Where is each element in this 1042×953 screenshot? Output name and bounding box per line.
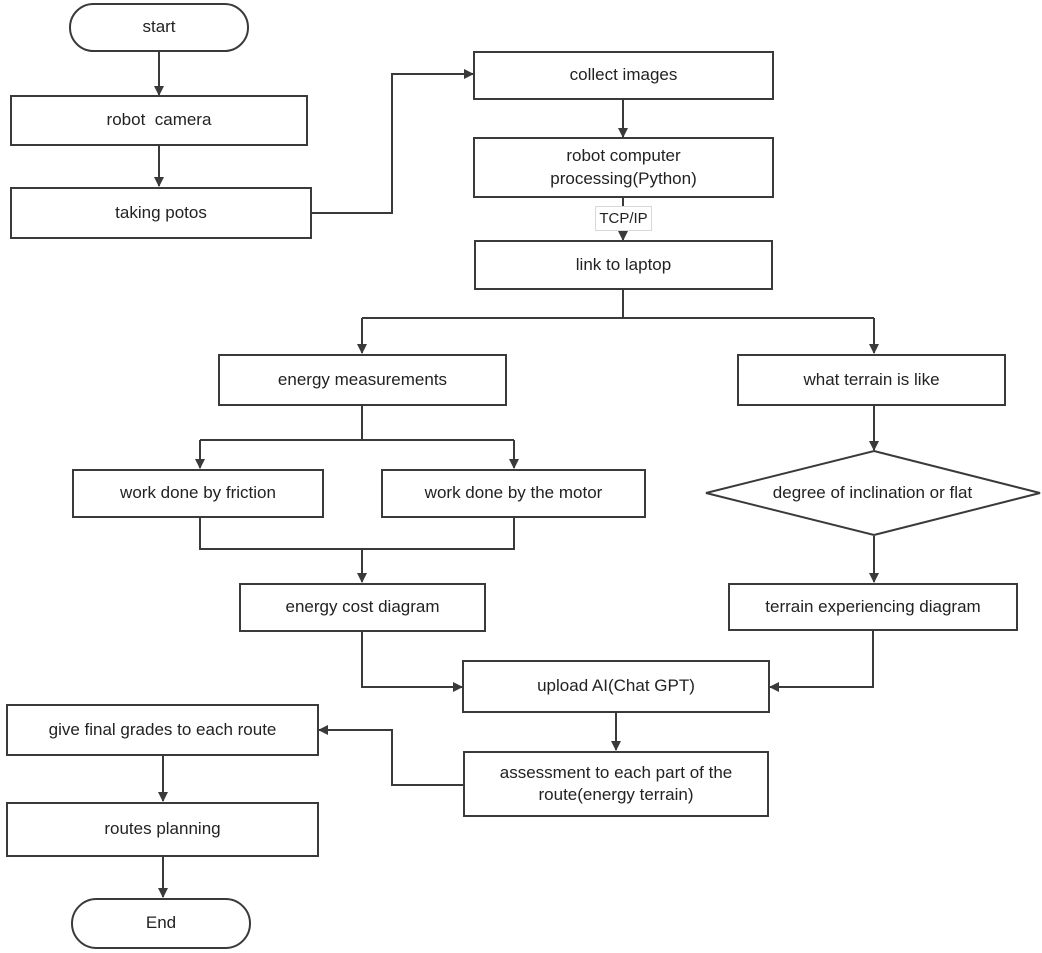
arrow-terrain-diagram-to-ai [769, 631, 874, 692]
taking-photos-label: taking potos [115, 202, 207, 222]
collect-images-box: collect images [473, 51, 774, 100]
start-terminal: start [69, 3, 249, 52]
inclination-label: degree of inclination or flat [772, 483, 973, 502]
final-grades-label: give final grades to each route [48, 719, 277, 739]
tcp-ip-label: TCP/IP [599, 210, 648, 227]
end-label: End [145, 913, 177, 933]
robot-camera-box: robot camera [10, 95, 308, 146]
upload-ai-box: upload AI(Chat GPT) [462, 660, 770, 713]
robot-computer-box: robot computer processing(Python) [473, 137, 774, 198]
arrow-assessment-to-grades [318, 725, 463, 786]
tcp-ip-label-box: TCP/IP [595, 206, 652, 231]
assessment-label: assessment to each part of the route(ene… [499, 762, 733, 804]
energy-cost-box: energy cost diagram [239, 583, 486, 632]
energy-measurements-box: energy measurements [218, 354, 507, 406]
assessment-box: assessment to each part of the route(ene… [463, 751, 769, 817]
terrain-like-label: what terrain is like [803, 369, 940, 389]
robot-camera-label: robot camera [106, 110, 212, 130]
upload-ai-label: upload AI(Chat GPT) [537, 676, 695, 696]
energy-measurements-label: energy measurements [277, 369, 448, 389]
energy-cost-label: energy cost diagram [285, 597, 440, 617]
final-grades-box: give final grades to each route [6, 704, 319, 756]
routes-planning-box: routes planning [6, 802, 319, 857]
decision-diamond [705, 449, 1041, 537]
link-laptop-label: link to laptop [575, 254, 672, 274]
terrain-diagram-box: terrain experiencing diagram [728, 583, 1018, 631]
end-terminal: End [71, 898, 251, 949]
motor-label: work done by the motor [424, 483, 603, 503]
taking-photos-box: taking potos [10, 187, 312, 239]
inclination-diamond-text: degree of inclination or flat [720, 476, 1025, 510]
motor-box: work done by the motor [381, 469, 646, 518]
friction-box: work done by friction [72, 469, 324, 518]
collect-images-label: collect images [569, 65, 678, 85]
robot-computer-label: robot computer processing(Python) [550, 146, 697, 188]
terrain-diagram-label: terrain experiencing diagram [765, 596, 981, 616]
terrain-like-box: what terrain is like [737, 354, 1006, 406]
line-merge [199, 518, 515, 550]
routes-planning-label: routes planning [104, 819, 221, 839]
arrow-photos-to-collect [312, 69, 474, 214]
friction-label: work done by friction [120, 483, 276, 503]
start-label: start [142, 17, 176, 37]
link-laptop-box: link to laptop [474, 240, 773, 290]
arrow-cost-to-ai [361, 632, 463, 692]
